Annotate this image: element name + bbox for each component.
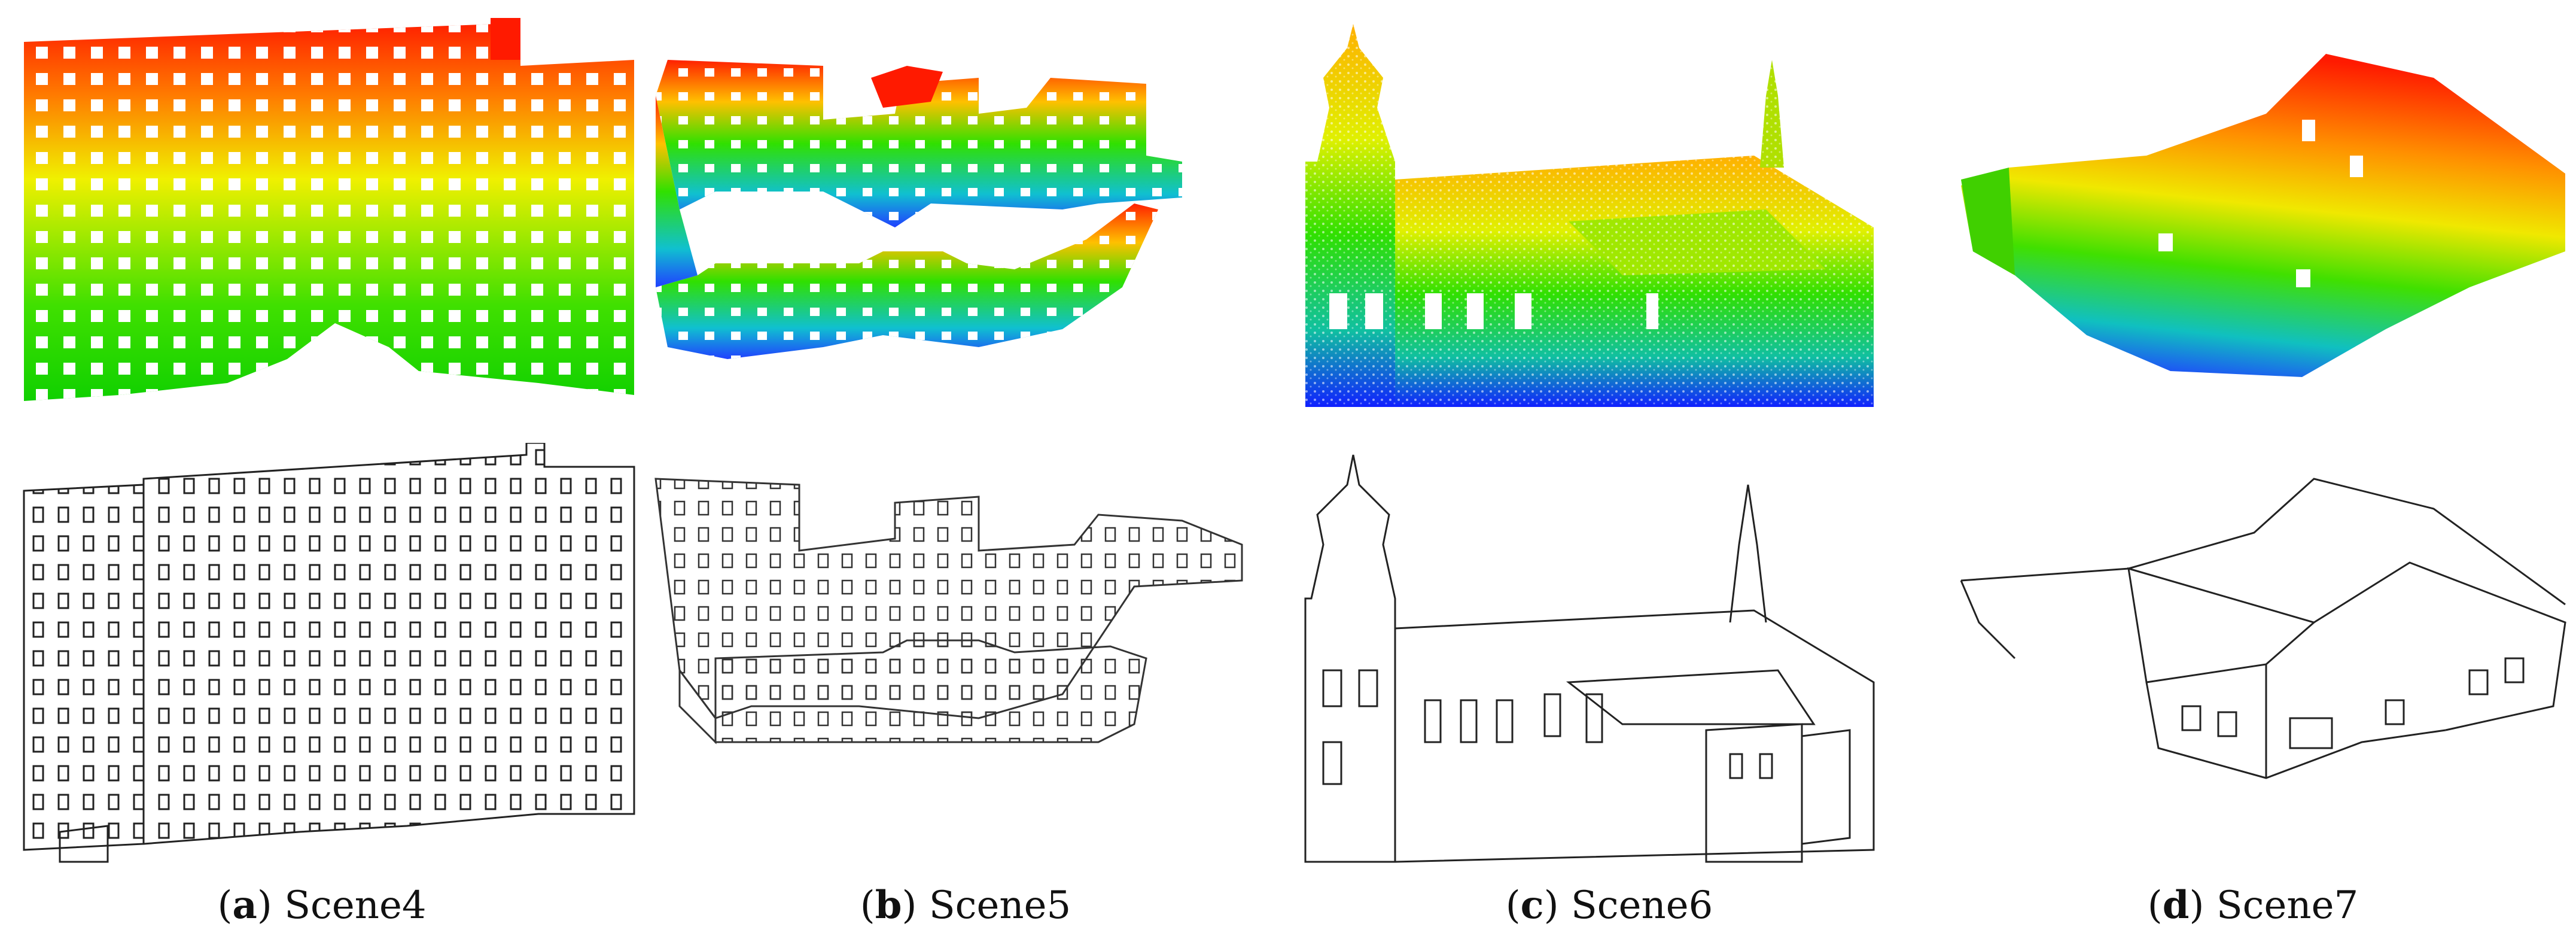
edge-line-drawing-scene7: [1960, 478, 2566, 779]
caption-scene6: (c) Scene6: [1287, 883, 1931, 928]
caption-scene7: (d) Scene7: [1931, 883, 2575, 928]
edge-line-drawing-scene4: [23, 443, 635, 863]
caption-scene4: (a) Scene4: [0, 883, 644, 928]
pointcloud-image-scene4: [24, 18, 634, 401]
caption-scene-name: Scene6: [1570, 883, 1713, 928]
caption-scene-name: Scene7: [2216, 883, 2359, 928]
caption-letter: c: [1520, 883, 1544, 928]
caption-open-paren: (: [217, 883, 233, 928]
pointcloud-image-scene6: [1287, 12, 1931, 431]
pointcloud-image-scene7: [1961, 54, 2565, 377]
caption-scene-name: Scene5: [928, 883, 1071, 928]
caption-scene5: (b) Scene5: [644, 883, 1287, 928]
caption-close-paren: ): [2189, 883, 2204, 928]
caption-letter: b: [875, 883, 902, 928]
caption-open-paren: (: [1505, 883, 1521, 928]
edge-line-drawing-scene5: [654, 478, 1243, 745]
caption-scene-name: Scene4: [284, 883, 427, 928]
edge-line-drawing-scene6: [1304, 454, 1875, 863]
caption-letter: d: [2162, 883, 2190, 928]
caption-close-paren: ): [902, 883, 917, 928]
panel-scene7: (d) Scene7: [1931, 0, 2575, 951]
pointcloud-image-scene5: [656, 60, 1182, 359]
caption-letter: a: [232, 883, 257, 928]
caption-open-paren: (: [2147, 883, 2163, 928]
caption-close-paren: ): [1543, 883, 1559, 928]
caption-close-paren: ): [257, 883, 272, 928]
panel-scene5: (b) Scene5: [644, 0, 1287, 951]
panel-scene6: (c) Scene6: [1287, 0, 1931, 951]
panel-scene4: (a) Scene4: [0, 0, 644, 951]
caption-open-paren: (: [860, 883, 875, 928]
